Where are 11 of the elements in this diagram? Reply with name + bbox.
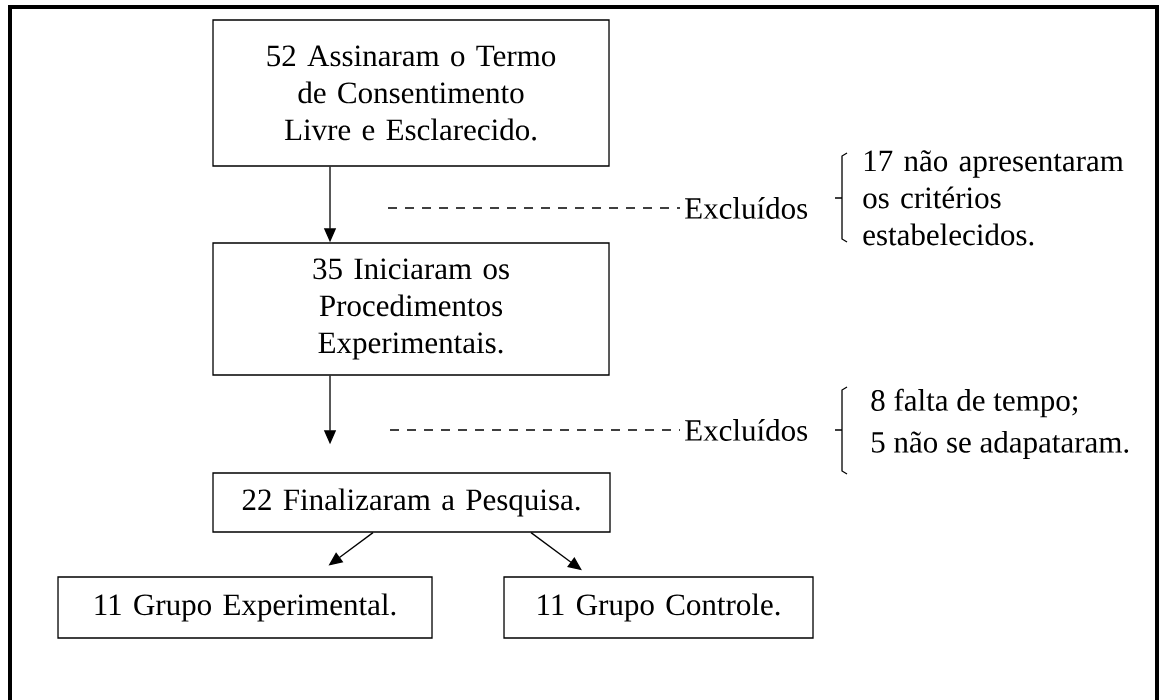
process-box: 11 Grupo Experimental. <box>57 576 433 639</box>
process-box: 11 Grupo Controle. <box>503 576 814 639</box>
arrow <box>530 532 582 571</box>
exclusion-label: Excluídos <box>685 419 808 441</box>
process-box: 35 Iniciaram os Procedimentos Experimentais. <box>212 242 610 376</box>
process-box: 52 Assinaram o Termo de Consentimento Livre e Esclarecido. <box>212 19 610 167</box>
bracket-note: 17 não apresentaram os critérios estabelecidos. <box>863 150 1124 246</box>
process-box: 22 Finalizaram a Pesquisa. <box>212 472 611 533</box>
bracket-note: 5 não se adapataram. <box>872 430 1129 460</box>
exclusion-label: Excluídos <box>685 197 808 219</box>
bracket-note: 8 falta de tempo; <box>871 388 1078 418</box>
